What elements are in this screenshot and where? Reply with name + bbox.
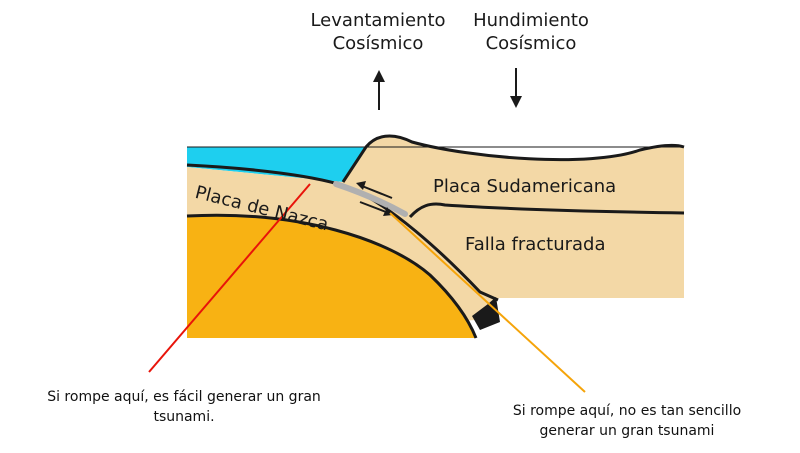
- uplift-arrow: [373, 70, 385, 110]
- fault-label: Falla fracturada: [465, 234, 606, 255]
- nazca-bottom-boundary: [186, 213, 478, 339]
- ocean-water: [187, 147, 366, 182]
- uplift-label-line1: Levantamiento: [310, 10, 446, 31]
- shallow-rupture-note: Si rompe aquí, es fácil generar un gran …: [14, 387, 354, 427]
- surface-topography: [341, 134, 685, 183]
- slip-arrow-up: [356, 181, 393, 199]
- deep-rupture-note: Si rompe aquí, no es tan sencillo genera…: [474, 401, 780, 441]
- deep-rupture-pointer: [389, 212, 586, 393]
- deep-rupture-note-line2: generar un gran tsunami: [539, 423, 715, 439]
- nazca-mantle: [187, 215, 476, 338]
- subduction-arrow: [472, 297, 500, 330]
- uplift-label-line2: Cosísmico: [332, 33, 424, 54]
- fault-zone: [333, 181, 408, 217]
- subsidence-label-line2: Cosísmico: [485, 33, 577, 54]
- shallow-rupture-note-line1: Si rompe aquí, es fácil generar un gran: [47, 389, 321, 405]
- deep-rupture-note-line1: Si rompe aquí, no es tan sencillo: [512, 403, 742, 419]
- shallow-rupture-pointer: [148, 183, 311, 373]
- shallow-rupture-note-line2: tsunami.: [153, 409, 215, 425]
- crust-layer-line: [408, 202, 685, 219]
- south-american-plate-label: Placa Sudamericana: [433, 176, 617, 197]
- uplift-label: Levantamiento Cosísmico: [302, 9, 454, 55]
- subsidence-label: Hundimiento Cosísmico: [456, 9, 606, 55]
- subsidence-arrow: [510, 68, 522, 108]
- subsidence-label-line1: Hundimiento: [473, 10, 589, 31]
